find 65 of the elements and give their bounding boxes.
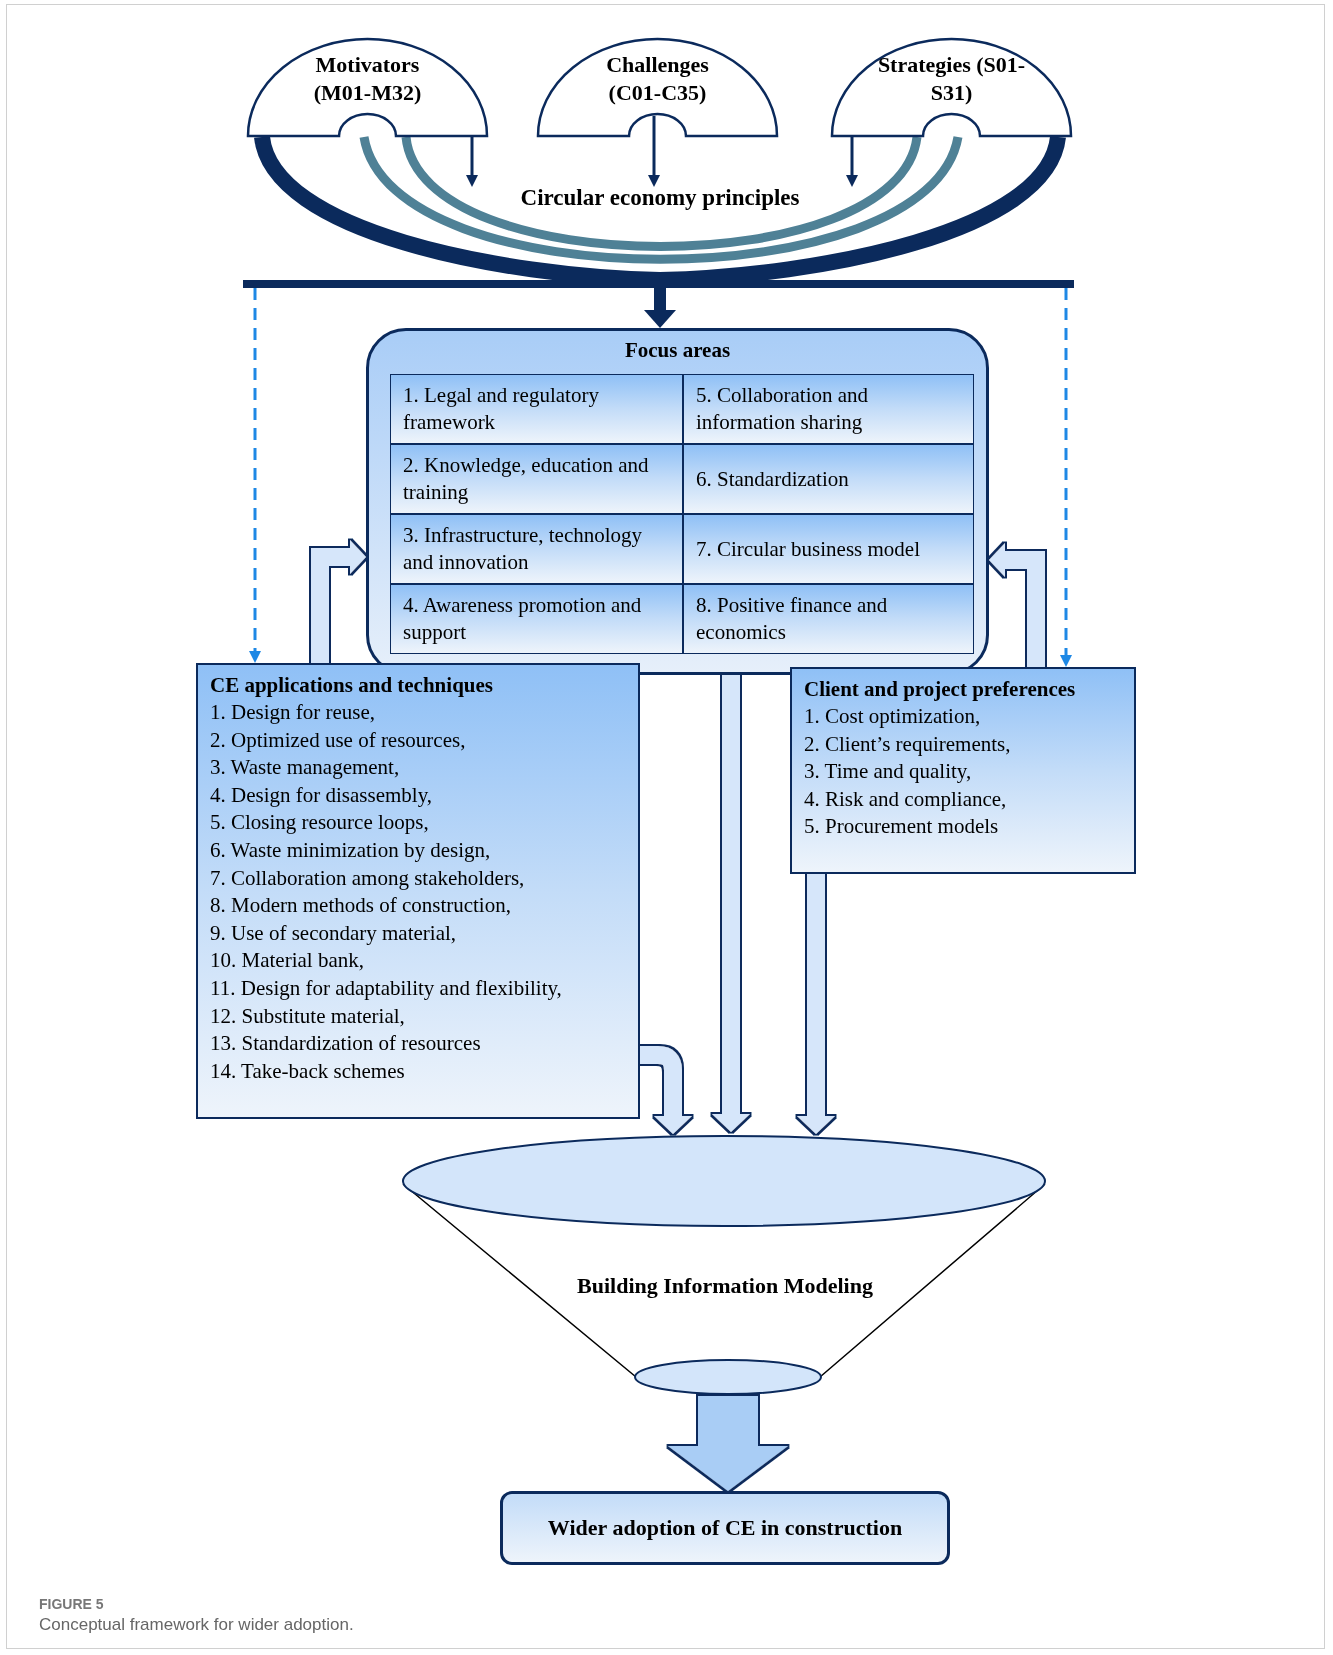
block-arrow [989,543,1045,667]
list-item: 8. Modern methods of construction, [210,892,512,920]
list-item: 1. Cost optimization, [804,703,982,730]
node-label: Motivators (M01-M32) [312,51,423,107]
focus-area-cell [390,584,683,654]
box-heading: CE applications and techniques [210,672,494,699]
list-item: 5. Procurement models [804,813,1000,841]
list-item: 7. Collaboration among stakeholders, [210,864,526,892]
focus-areas-panel [366,328,989,675]
arrow [466,137,478,187]
dashed-arrow [1060,288,1072,667]
list-item: 2. Client’s requirements, [804,730,1012,758]
list-item: 11. Design for adaptability and flexibility, [210,974,563,1002]
block-arrow [668,1396,788,1491]
cell-text: 6. Standardization [696,465,849,493]
list-item: 13. Standardization of resources [210,1030,482,1058]
list-item: 5. Closing resource loops, [210,809,430,837]
list-item: 1. Design for reuse, [210,699,377,726]
block-arrow [712,675,750,1132]
list-box [196,663,640,1119]
arrow [644,288,676,328]
list-item: 2. Optimized use of resources, [210,726,467,754]
dashed-arrow [249,288,261,663]
list-item: 14. Take-back schemes [210,1057,406,1085]
block-arrow [640,1046,692,1134]
cell-text: 2. Knowledge, education and training [403,452,650,506]
list-item: 9. Use of secondary material, [210,919,458,947]
list-box [790,667,1136,874]
cell-text: 7. Circular business model [696,535,920,563]
semicircle-node [246,37,489,137]
list-item: 3. Time and quality, [804,758,973,786]
node-label: Challenges (C01-C35) [605,51,710,107]
figure-label: FIGURE 5 [39,1596,104,1612]
block-arrow [797,874,835,1134]
figure-caption: Conceptual framework for wider adoption. [39,1615,354,1635]
panel-title: Focus areas [623,337,732,363]
cell-text: 3. Infrastructure, technology and innovation [403,522,644,576]
cell-text: 5. Collaboration and information sharing [696,382,870,436]
arrow [846,137,858,187]
node-label: Strategies (S01-S31) [876,51,1027,107]
node-label: Circular economy principles [519,185,801,211]
list-item: 10. Material bank, [210,947,365,975]
horizontal-bar [243,280,1074,288]
focus-area-cell [683,444,974,514]
focus-area-cell [390,444,683,514]
node-label: Building Information Modeling [576,1272,874,1300]
semicircle-node [536,37,779,137]
block-arrow [311,540,366,663]
list-item: 3. Waste management, [210,754,401,782]
list-item: 4. Risk and compliance, [804,785,1008,813]
node-label: Wider adoption of CE in construction [547,1514,903,1542]
focus-area-cell [390,374,683,444]
list-item: 6. Waste minimization by design, [210,836,492,864]
focus-area-cell [390,514,683,584]
cell-text: 8. Positive finance and economics [696,592,889,646]
focus-area-cell [683,514,974,584]
cell-text: 1. Legal and regulatory framework [403,382,600,436]
cell-text: 4. Awareness promotion and support [403,592,643,646]
focus-area-cell [683,374,974,444]
list-item: 12. Substitute material, [210,1002,406,1030]
outcome-box [500,1491,950,1565]
box-heading: Client and project preferences [804,676,1077,703]
focus-area-cell [683,584,974,654]
list-item: 4. Design for disassembly, [210,781,434,809]
semicircle-node [830,37,1073,137]
